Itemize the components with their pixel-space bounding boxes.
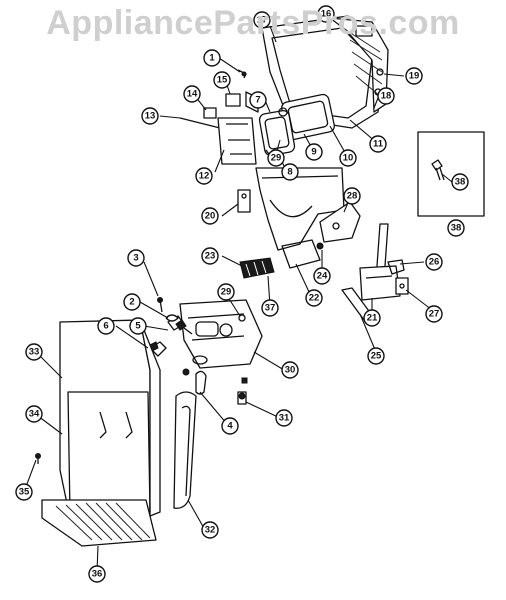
svg-text:9: 9 [311, 147, 316, 158]
callout-24: 24 [313, 267, 331, 285]
inset-box [417, 131, 485, 217]
callout-6: 6 [97, 317, 115, 335]
callout-10: 10 [339, 149, 357, 167]
svg-text:38: 38 [455, 177, 466, 188]
svg-text:32: 32 [205, 525, 216, 536]
svg-text:38: 38 [451, 223, 462, 234]
svg-text:18: 18 [381, 91, 392, 102]
callout-20: 20 [201, 207, 219, 225]
valve-assembly [147, 297, 263, 405]
callout-8: 8 [281, 163, 299, 181]
svg-text:33: 33 [29, 347, 40, 358]
svg-text:25: 25 [371, 351, 382, 362]
callout-18: 18 [377, 87, 395, 105]
callout-36: 36 [88, 565, 106, 583]
svg-text:7: 7 [255, 95, 260, 106]
callout-38-inset: 38 [451, 173, 469, 191]
callout-25: 25 [367, 347, 385, 365]
svg-text:16: 16 [321, 9, 332, 20]
splash-guard [173, 391, 197, 509]
callout-11: 11 [369, 135, 387, 153]
svg-text:8: 8 [287, 167, 292, 178]
svg-text:19: 19 [409, 71, 420, 82]
svg-text:37: 37 [265, 303, 276, 314]
switch-bracket-parts [179, 69, 259, 165]
svg-text:6: 6 [103, 321, 108, 332]
svg-text:20: 20 [205, 211, 216, 222]
svg-text:27: 27 [429, 309, 440, 320]
svg-text:21: 21 [367, 313, 378, 324]
svg-text:29: 29 [221, 287, 232, 298]
callout-27: 27 [425, 305, 443, 323]
svg-text:12: 12 [199, 171, 210, 182]
callout-29-lower: 29 [217, 283, 235, 301]
front-panel [35, 319, 161, 519]
callout-1: 1 [203, 49, 221, 67]
svg-text:34: 34 [29, 409, 40, 420]
svg-text:29: 29 [271, 153, 282, 164]
callout-22: 22 [305, 289, 323, 307]
callout-19: 19 [405, 67, 423, 85]
callout-38-box: 38 [447, 219, 465, 237]
callout-28: 28 [343, 187, 361, 205]
callout-34: 34 [25, 405, 43, 423]
callout-13: 13 [141, 107, 159, 125]
callout-26: 26 [425, 253, 443, 271]
svg-text:22: 22 [309, 293, 320, 304]
svg-text:5: 5 [135, 321, 141, 332]
callout-3: 3 [127, 249, 145, 267]
callout-15: 15 [213, 71, 231, 89]
svg-text:4: 4 [227, 421, 233, 432]
callout-12: 12 [195, 167, 213, 185]
callout-31: 31 [275, 409, 293, 427]
svg-text:23: 23 [205, 251, 216, 262]
svg-text:11: 11 [373, 139, 384, 150]
dispenser-pad [239, 257, 275, 279]
svg-text:14: 14 [187, 89, 198, 100]
callout-4: 4 [221, 417, 239, 435]
svg-text:28: 28 [347, 191, 358, 202]
flap-assembly [258, 93, 335, 157]
drip-tray-grille [41, 499, 157, 547]
callout-33: 33 [25, 343, 43, 361]
svg-text:2: 2 [129, 297, 134, 308]
callout-16: 16 [317, 5, 335, 23]
svg-text:35: 35 [19, 487, 30, 498]
chute-housing [237, 167, 361, 269]
svg-text:36: 36 [92, 569, 103, 580]
housing-frame [261, 15, 389, 129]
svg-text:26: 26 [429, 257, 440, 268]
callout-17: 17 [253, 11, 271, 29]
callout-35: 35 [15, 483, 33, 501]
callout-9: 9 [305, 143, 323, 161]
svg-text:3: 3 [133, 253, 138, 264]
callout-23: 23 [201, 247, 219, 265]
callout-30: 30 [281, 361, 299, 379]
svg-text:24: 24 [317, 271, 328, 282]
svg-text:17: 17 [257, 15, 268, 26]
svg-text:10: 10 [343, 153, 354, 164]
svg-text:30: 30 [285, 365, 296, 376]
callout-7: 7 [249, 91, 267, 109]
callout-32: 32 [201, 521, 219, 539]
svg-text:15: 15 [217, 75, 228, 86]
callout-21: 21 [363, 309, 381, 327]
callout-2: 2 [123, 293, 141, 311]
callout-14: 14 [183, 85, 201, 103]
svg-text:13: 13 [145, 111, 156, 122]
callout-37: 37 [261, 299, 279, 317]
svg-text:31: 31 [279, 413, 290, 424]
callout-29-upper: 29 [267, 149, 285, 167]
svg-text:1: 1 [209, 53, 215, 64]
callout-5: 5 [129, 317, 147, 335]
